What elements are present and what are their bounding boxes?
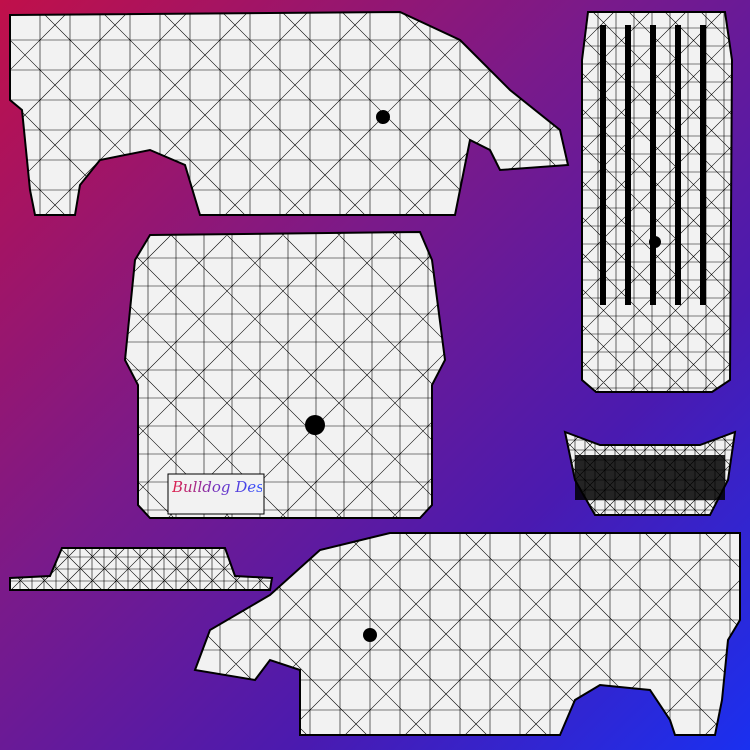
logo-box	[167, 473, 265, 515]
mesh-lines	[10, 548, 272, 590]
mesh-lines	[10, 12, 568, 215]
star-markers	[305, 110, 661, 642]
side-panel-left	[9, 11, 569, 216]
mesh-lines	[125, 232, 445, 518]
bumper-mesh	[575, 455, 725, 500]
roof-ribs	[600, 25, 706, 305]
side-panel-right	[194, 532, 741, 736]
bulldog-designs-logo: Bulldog Designs	[172, 478, 296, 496]
mesh-lines	[195, 533, 740, 735]
